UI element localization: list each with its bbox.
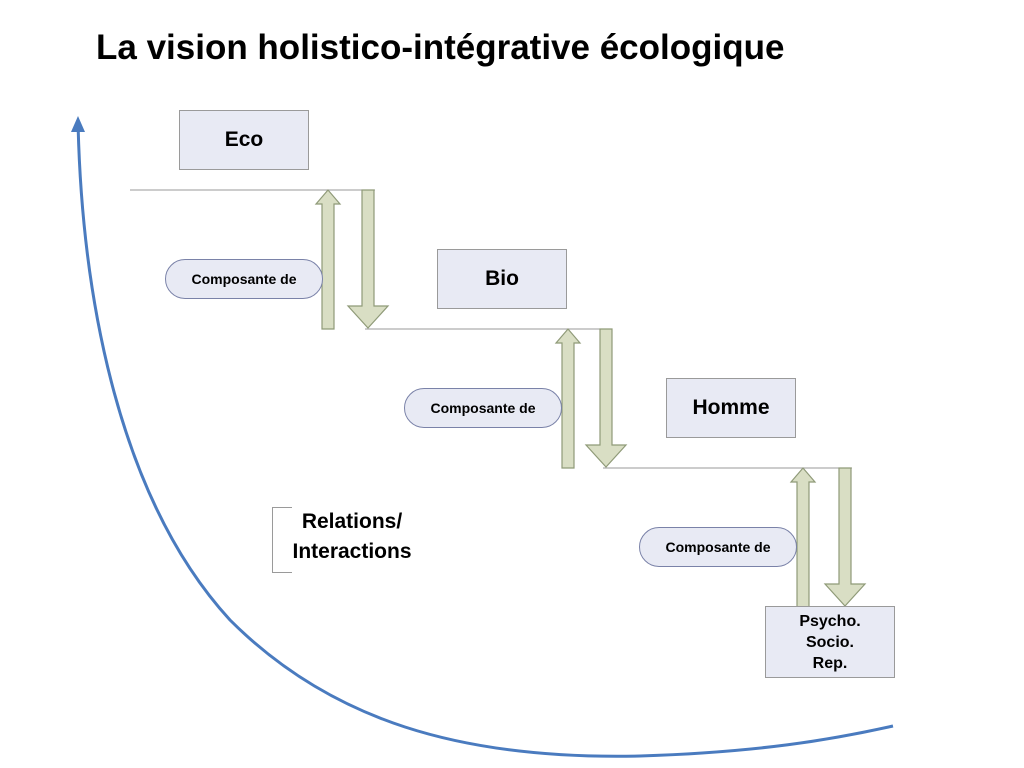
down-arrow-2-icon bbox=[584, 328, 628, 468]
composante-label-2: Composante de bbox=[430, 400, 536, 416]
level-label-socio: Socio. bbox=[805, 633, 854, 651]
relations-line-2: Interactions bbox=[292, 540, 412, 563]
down-arrows bbox=[346, 189, 867, 607]
down-arrow-1-icon bbox=[346, 189, 390, 329]
relations-curve bbox=[76, 121, 894, 758]
up-arrow-3-icon bbox=[789, 467, 817, 608]
relations-line-1: Relations/ bbox=[301, 510, 403, 533]
composante-pill-3: Composante de bbox=[639, 527, 797, 567]
up-arrows bbox=[314, 189, 817, 608]
up-arrow-1-icon bbox=[314, 189, 342, 330]
composante-pill-1: Composante de bbox=[165, 259, 323, 299]
level-box-homme: Homme bbox=[666, 378, 796, 438]
level-label-eco: Eco bbox=[224, 128, 264, 151]
staircase-lines bbox=[130, 189, 852, 469]
relations-bracket bbox=[272, 507, 292, 573]
level-box-psycho: Psycho. Socio. Rep. bbox=[765, 606, 895, 678]
composante-label-3: Composante de bbox=[665, 539, 771, 555]
level-label-psycho: Psycho. bbox=[799, 612, 861, 630]
slide-title: La vision holistico-intégrative écologiq… bbox=[96, 28, 785, 67]
level-box-bio: Bio bbox=[437, 249, 567, 309]
relations-label: Relations/ Interactions bbox=[272, 507, 432, 573]
down-arrow-3-icon bbox=[823, 467, 867, 607]
up-arrow-2-icon bbox=[554, 328, 582, 469]
level-label-rep: Rep. bbox=[812, 654, 848, 672]
level-box-eco: Eco bbox=[179, 110, 309, 170]
composante-label-1: Composante de bbox=[191, 271, 297, 287]
level-label-bio: Bio bbox=[485, 267, 519, 290]
curve-arrowhead-icon bbox=[71, 116, 85, 132]
composante-pill-2: Composante de bbox=[404, 388, 562, 428]
level-label-homme: Homme bbox=[692, 396, 770, 419]
